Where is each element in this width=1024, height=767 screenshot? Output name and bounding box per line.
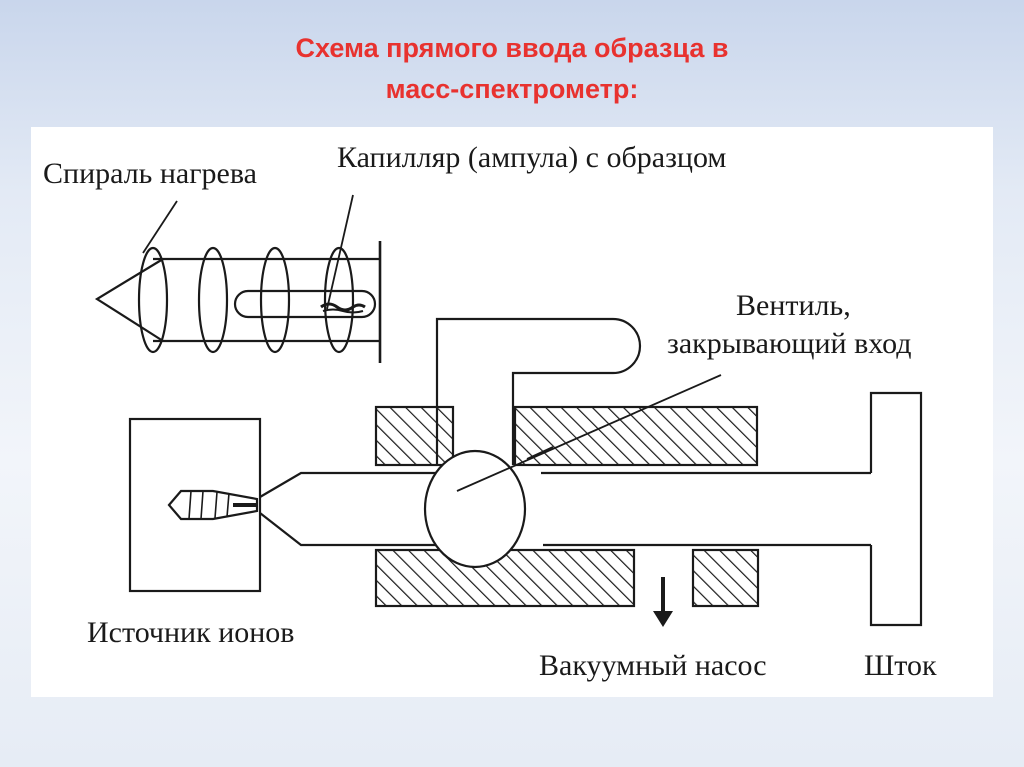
slide-title-line-1: Схема прямого ввода образца в (295, 33, 729, 63)
vacuum-arrow (653, 577, 673, 627)
label-capillary: Капилляр (ампула) с образцом (337, 141, 726, 174)
label-vacuum-pump: Вакуумный насос (539, 649, 767, 682)
rod (869, 391, 923, 627)
coil-loop-4 (323, 246, 355, 354)
probe (94, 194, 382, 363)
valve-stem (435, 317, 642, 465)
coil-loop-1 (137, 246, 169, 354)
label-ion-source: Источник ионов (87, 616, 294, 649)
housing-block-lower-right (691, 548, 760, 608)
diagram-figure: Спираль нагрева Капилляр (ампула) с обра… (31, 127, 993, 697)
ion-source-box (128, 417, 262, 593)
label-heating-coil: Спираль нагрева (43, 157, 257, 190)
slide-title: Схема прямого ввода образца в масс-спект… (0, 28, 1024, 110)
coil-loop-3 (259, 246, 291, 354)
channel-wall-bottom (259, 512, 451, 547)
housing (374, 405, 760, 608)
channel-wall-top (259, 471, 453, 498)
inlet-assembly (259, 317, 923, 627)
coil-loop-2 (197, 246, 229, 354)
housing-block-upper-right (513, 405, 759, 467)
label-rod: Шток (864, 649, 937, 682)
capillary-slot (233, 289, 377, 319)
probe-cone-tip (94, 258, 164, 342)
diagram-svg: Спираль нагрева Капилляр (ампула) с обра… (43, 141, 937, 682)
leader-valve (456, 374, 722, 492)
label-valve-line-2: закрывающий вход (667, 327, 912, 360)
ion-source (128, 417, 262, 593)
valve-ball (423, 449, 527, 569)
slide-title-line-2: масс-спектрометр: (385, 74, 639, 104)
housing-block-lower-left (374, 548, 636, 608)
leader-capillary (326, 194, 354, 310)
label-valve-line-1: Вентиль, (736, 289, 851, 322)
housing-block-upper-left (374, 405, 455, 467)
leader-heating-coil (142, 200, 178, 254)
